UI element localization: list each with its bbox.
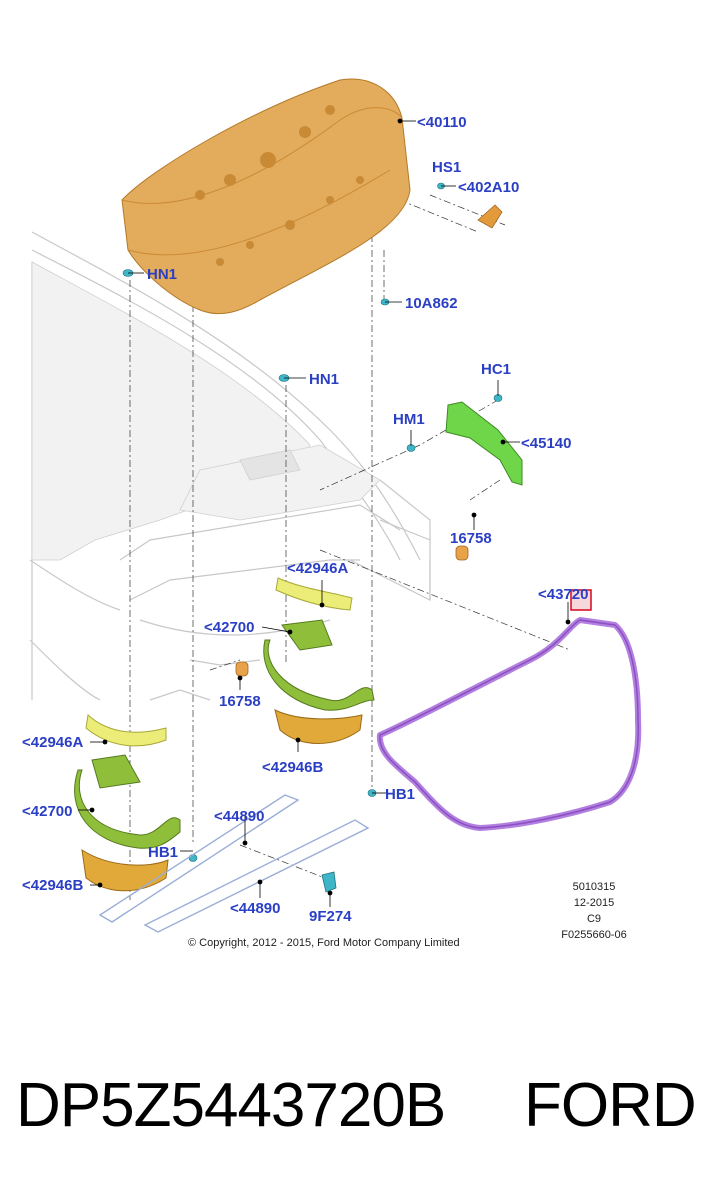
label-16758-b: 16758 xyxy=(219,693,261,710)
label-hs1: HS1 xyxy=(432,159,461,176)
trunk-lid-part xyxy=(121,78,411,315)
label-42946b-b: <42946B xyxy=(22,877,83,894)
sensor-9f274 xyxy=(321,871,337,893)
trunk-weatherstrip-43720 xyxy=(376,617,642,831)
highlight-box xyxy=(570,589,592,611)
meta-line-2: 12-2015 xyxy=(574,897,614,909)
label-hm1: HM1 xyxy=(393,411,425,428)
label-hc1: HC1 xyxy=(481,361,511,378)
label-43720: <43720 xyxy=(538,586,588,603)
hinge-bracket-45140 xyxy=(445,401,523,486)
brand-name: FORD xyxy=(524,1071,697,1140)
meta-line-1: 5010315 xyxy=(573,881,616,893)
copyright-notice: © Copyright, 2012 - 2015, Ford Motor Com… xyxy=(188,937,460,949)
vehicle-body-fill xyxy=(31,261,381,561)
label-45140: <45140 xyxy=(521,435,571,452)
right-hinge-assembly xyxy=(263,577,375,744)
assembly-guide-lines xyxy=(129,115,571,900)
label-42946b-a: <42946B xyxy=(262,759,323,776)
left-hinge-assembly xyxy=(74,714,181,892)
label-42700-a: <42700 xyxy=(204,619,254,636)
label-42700-b: <42700 xyxy=(22,803,72,820)
label-40110: <40110 xyxy=(417,114,467,131)
label-44890-b: <44890 xyxy=(230,900,280,917)
bumper-16758 xyxy=(235,545,469,677)
latch-part xyxy=(477,204,503,229)
exploded-parts-diagram: <40110 HS1 <402A10 HN1 10A862 HN1 HC1 HM… xyxy=(22,78,642,949)
label-10a862: 10A862 xyxy=(405,295,458,312)
part-number: DP5Z5443720B xyxy=(16,1071,446,1140)
label-9f274: 9F274 xyxy=(309,908,352,925)
label-42946a-b: <42946A xyxy=(22,734,83,751)
label-hn1-top: HN1 xyxy=(147,266,177,283)
label-hn1-mid: HN1 xyxy=(309,371,339,388)
callout-leaders xyxy=(78,118,571,907)
label-402a10: <402A10 xyxy=(458,179,519,196)
diagram-metadata: 5010315 12-2015 C9 F0255660-06 xyxy=(561,881,626,941)
callout-labels: <40110 HS1 <402A10 HN1 10A862 HN1 HC1 HM… xyxy=(22,114,588,925)
part-caption: DP5Z5443720B FORD xyxy=(0,1060,708,1170)
meta-line-4: F0255660-06 xyxy=(561,929,626,941)
label-44890-a: <44890 xyxy=(214,808,264,825)
label-16758-a: 16758 xyxy=(450,530,492,547)
label-42946a-a: <42946A xyxy=(287,560,348,577)
strut-rods-44890 xyxy=(98,794,370,933)
meta-line-3: C9 xyxy=(587,913,601,925)
label-hb1-right: HB1 xyxy=(385,786,415,803)
label-hb1-left: HB1 xyxy=(148,844,178,861)
